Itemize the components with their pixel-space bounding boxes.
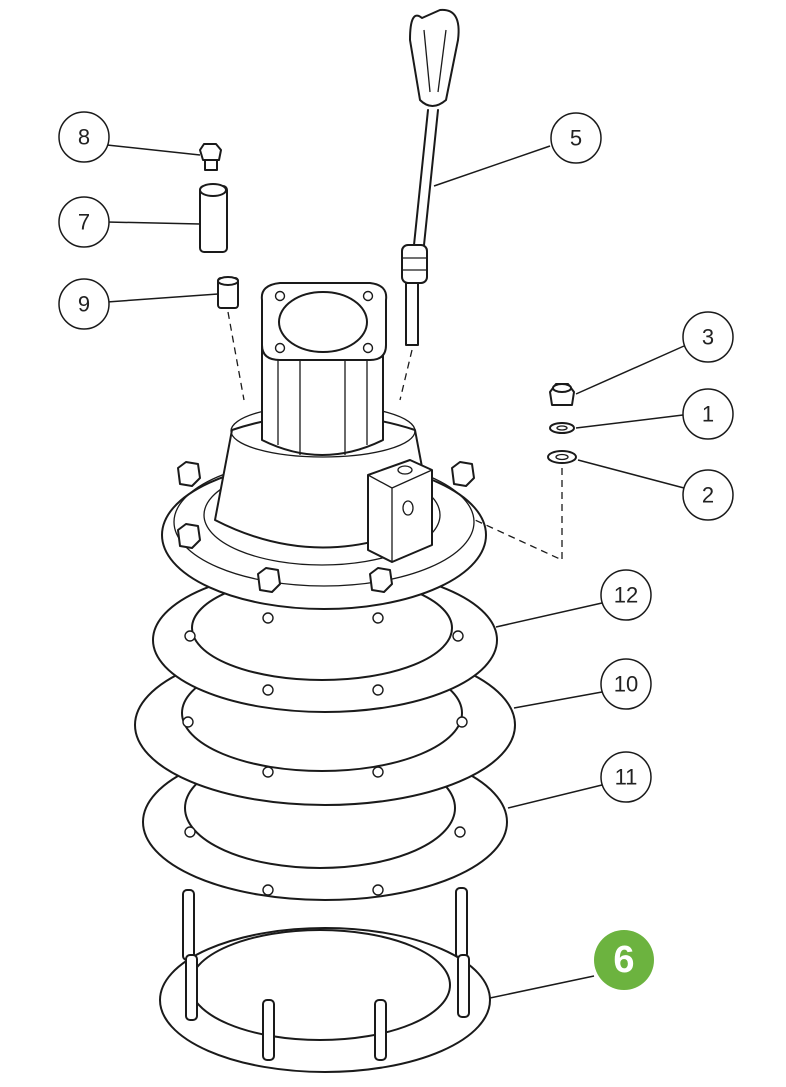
stud-ring-part xyxy=(159,842,491,1073)
svg-text:12: 12 xyxy=(614,583,638,608)
callout-11: 11 xyxy=(600,751,652,803)
svg-text:9: 9 xyxy=(78,292,90,317)
svg-text:7: 7 xyxy=(78,210,90,235)
svg-text:3: 3 xyxy=(702,325,714,350)
svg-text:2: 2 xyxy=(702,483,714,508)
svg-text:6: 6 xyxy=(613,939,634,981)
hardware-parts xyxy=(547,383,577,464)
svg-text:10: 10 xyxy=(614,672,638,697)
dipstick-part xyxy=(401,8,460,346)
callout-10: 10 xyxy=(600,658,652,710)
assembly-centerlines xyxy=(227,311,563,562)
leader-lines xyxy=(106,144,685,999)
callout-2: 2 xyxy=(682,469,734,521)
breather-assembly xyxy=(199,143,239,309)
callout-9: 9 xyxy=(58,278,110,330)
callout-5: 5 xyxy=(550,112,602,164)
svg-text:8: 8 xyxy=(78,125,90,150)
callout-6-highlighted: 6 xyxy=(594,930,654,990)
svg-text:11: 11 xyxy=(615,765,638,790)
flange-nuts xyxy=(177,461,475,593)
callout-12: 12 xyxy=(600,569,652,621)
callout-7: 7 xyxy=(58,196,110,248)
callout-1: 1 xyxy=(682,388,734,440)
gear-housing xyxy=(161,282,487,610)
callout-3: 3 xyxy=(682,311,734,363)
svg-text:1: 1 xyxy=(702,402,714,427)
svg-text:5: 5 xyxy=(570,126,582,151)
callout-8: 8 xyxy=(58,111,110,163)
